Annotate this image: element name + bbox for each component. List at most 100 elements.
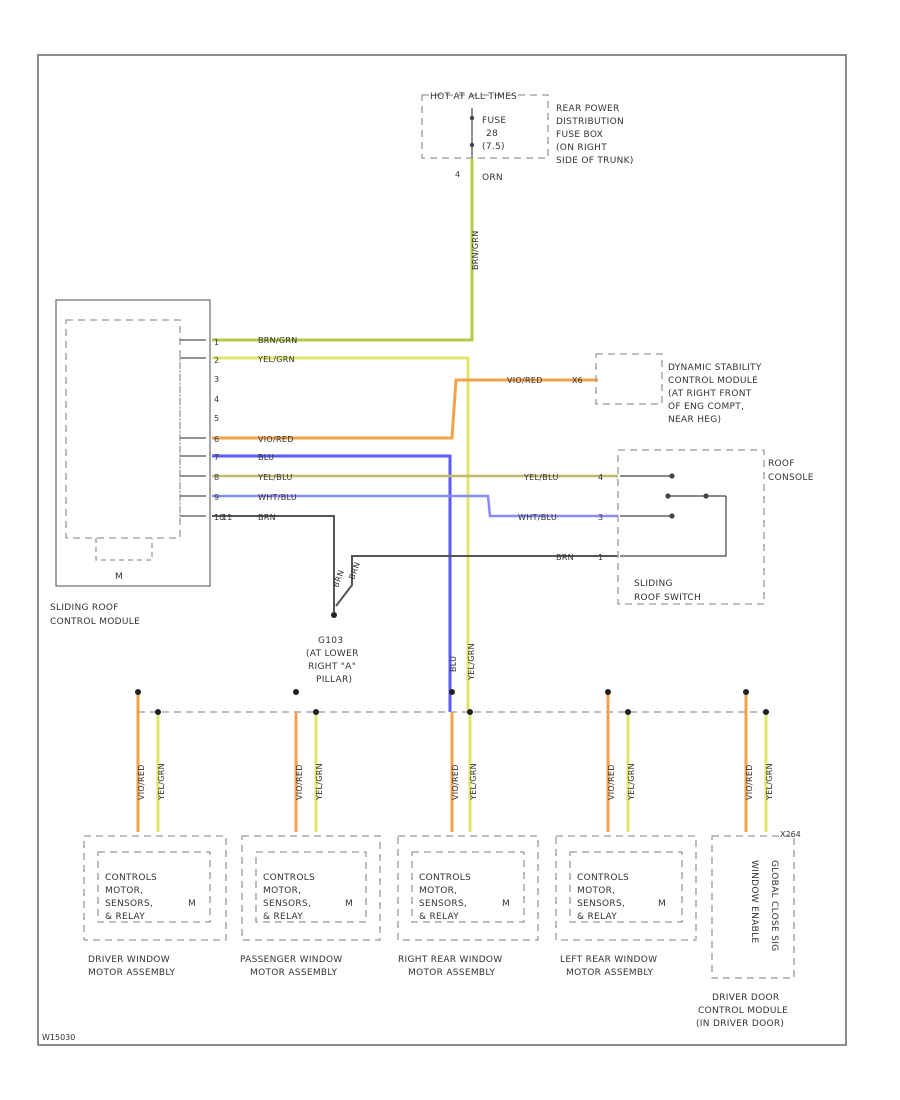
- dsc-label-4: OF ENG COMPT,: [668, 402, 744, 412]
- wire-brn-ground: [212, 515, 335, 612]
- trunk-wire-label-blu: BLU: [449, 656, 458, 672]
- wire-label-p8: YEL/BLU: [257, 473, 293, 482]
- roof-console-wire-1: YEL/BLU: [523, 473, 559, 482]
- svg-text:MOTOR ASSEMBLY: MOTOR ASSEMBLY: [88, 968, 175, 978]
- roof-console-wire-2: WHT/BLU: [518, 513, 557, 522]
- sliding-roof-motor-symbol: M: [115, 572, 123, 582]
- ground-label-4: PILLAR): [316, 675, 352, 685]
- svg-text:MOTOR,: MOTOR,: [263, 886, 301, 896]
- svg-text:CONTROLS: CONTROLS: [263, 873, 315, 883]
- svg-text:MOTOR ASSEMBLY: MOTOR ASSEMBLY: [250, 968, 337, 978]
- wire-wht-blu: [212, 494, 618, 518]
- wire-vio-red: [212, 378, 598, 440]
- wire-yel-grn: [212, 356, 470, 712]
- svg-text:MOTOR,: MOTOR,: [577, 886, 615, 896]
- pin-6: 6: [214, 435, 219, 444]
- svg-text:& RELAY: & RELAY: [577, 912, 617, 922]
- pin-3: 3: [214, 375, 219, 384]
- window-module-right-rear: VIO/RED YEL/GRN CONTROLS MOTOR, SENSORS,…: [397, 689, 539, 978]
- svg-text:YEL/GRN: YEL/GRN: [765, 763, 774, 801]
- pin-11: 11: [222, 513, 232, 522]
- svg-text:LEFT REAR WINDOW: LEFT REAR WINDOW: [560, 955, 657, 965]
- sliding-roof-module-inner: [65, 319, 181, 539]
- svg-text:GLOBAL CLOSE SIG: GLOBAL CLOSE SIG: [769, 860, 779, 951]
- fuse-number: 28: [486, 129, 498, 139]
- svg-text:YEL/GRN: YEL/GRN: [469, 763, 478, 801]
- trunk-wire-label-yel: YEL/GRN: [467, 643, 476, 681]
- roof-console-wire-3: BRN: [556, 553, 574, 562]
- svg-text:YEL/GRN: YEL/GRN: [315, 763, 324, 801]
- fuse-box-desc-4: (ON RIGHT: [556, 143, 607, 153]
- fuse-box-connector-label: ORN: [482, 173, 503, 183]
- svg-text:SENSORS,: SENSORS,: [419, 899, 467, 909]
- sliding-roof-connector: 1 2 3 4 5 6 7 8 9 10 11: [180, 338, 232, 522]
- svg-text:YEL/GRN: YEL/GRN: [627, 763, 636, 801]
- driver-wire-2: YEL/GRN: [157, 763, 166, 801]
- dsc-label-2: CONTROL MODULE: [668, 376, 758, 386]
- diagram-frame: [37, 54, 847, 1046]
- svg-text:M: M: [502, 899, 510, 909]
- svg-text:(IN DRIVER DOOR): (IN DRIVER DOOR): [696, 1019, 784, 1029]
- roof-console-label-1: ROOF: [768, 459, 795, 469]
- dsc-module-outline: [595, 353, 663, 405]
- sliding-roof-module-outline: [55, 299, 211, 587]
- svg-text:CONTROLS: CONTROLS: [105, 873, 157, 883]
- pin-4: 4: [214, 395, 219, 404]
- dsc-label-3: (AT RIGHT FRONT: [668, 389, 752, 399]
- fuse-rating: (7.5): [482, 142, 505, 152]
- dsc-label-5: NEAR HEG): [668, 415, 721, 425]
- svg-text:M: M: [345, 899, 353, 909]
- fuse-box-desc-5: SIDE OF TRUNK): [556, 156, 634, 166]
- pin-8: 8: [214, 473, 219, 482]
- svg-text:M: M: [658, 899, 666, 909]
- svg-text:DRIVER DOOR: DRIVER DOOR: [712, 993, 779, 1003]
- wire-blu: [212, 454, 452, 712]
- sliding-roof-switch: [620, 473, 727, 557]
- ground-label-1: G103: [318, 636, 343, 646]
- svg-text:SENSORS,: SENSORS,: [105, 899, 153, 909]
- roof-console-pin-1: 4: [598, 473, 603, 482]
- ground-symbol: [331, 612, 337, 618]
- wire-label-p1: BRN/GRN: [258, 336, 298, 345]
- pin-1: 1: [214, 338, 219, 347]
- window-module-driver: VIO/RED YEL/GRN CONTROLS MOTOR, SENSORS,…: [83, 689, 227, 978]
- footer-code: W15030: [42, 1033, 75, 1042]
- svg-text:M: M: [188, 899, 196, 909]
- fuse-label: FUSE: [482, 116, 506, 126]
- svg-text:CONTROLS: CONTROLS: [577, 873, 629, 883]
- dsc-wire-label: VIO/RED: [507, 376, 543, 385]
- wire-label-feed: BRN/GRN: [471, 230, 480, 270]
- svg-text:MOTOR ASSEMBLY: MOTOR ASSEMBLY: [566, 968, 653, 978]
- roof-console-outline: [617, 449, 765, 605]
- driver-wire-1: VIO/RED: [137, 764, 146, 800]
- svg-text:& RELAY: & RELAY: [419, 912, 459, 922]
- wire-label-p7: BLU: [258, 453, 274, 462]
- ground-wire-label-2: BRN: [347, 561, 362, 581]
- fuse-box-desc-1: REAR POWER: [556, 104, 620, 114]
- hot-at-all-times-label: HOT AT ALL TIMES: [430, 92, 517, 102]
- pin-7: 7: [214, 453, 219, 462]
- svg-text:WINDOW ENABLE: WINDOW ENABLE: [749, 860, 759, 943]
- svg-text:DRIVER WINDOW: DRIVER WINDOW: [88, 955, 170, 965]
- roof-console-pin-3: 1: [598, 553, 603, 562]
- svg-text:RIGHT REAR WINDOW: RIGHT REAR WINDOW: [398, 955, 503, 965]
- wire-brn-grn: [212, 158, 474, 342]
- fuse-symbol: [469, 108, 475, 158]
- sliding-roof-module-label-1: SLIDING ROOF: [50, 603, 119, 613]
- window-module-left-rear: VIO/RED YEL/GRN CONTROLS MOTOR, SENSORS,…: [555, 689, 697, 978]
- wire-brn-switch-ground: [335, 555, 618, 607]
- wire-label-p2: YEL/GRN: [257, 355, 295, 364]
- svg-text:& RELAY: & RELAY: [105, 912, 145, 922]
- sliding-roof-switch-label-2: ROOF SWITCH: [634, 593, 701, 603]
- fuse-box-desc-2: DISTRIBUTION: [556, 117, 624, 127]
- sliding-roof-module-label-2: CONTROL MODULE: [50, 617, 140, 627]
- svg-text:SENSORS,: SENSORS,: [263, 899, 311, 909]
- svg-text:MOTOR ASSEMBLY: MOTOR ASSEMBLY: [408, 968, 495, 978]
- wire-label-p10: BRN: [258, 513, 276, 522]
- svg-text:VIO/RED: VIO/RED: [607, 764, 616, 800]
- ground-label-2: (AT LOWER: [306, 649, 359, 659]
- fuse-box-pin: 4: [455, 170, 460, 179]
- ground-label-3: RIGHT "A": [308, 662, 356, 672]
- svg-text:CONTROLS: CONTROLS: [419, 873, 471, 883]
